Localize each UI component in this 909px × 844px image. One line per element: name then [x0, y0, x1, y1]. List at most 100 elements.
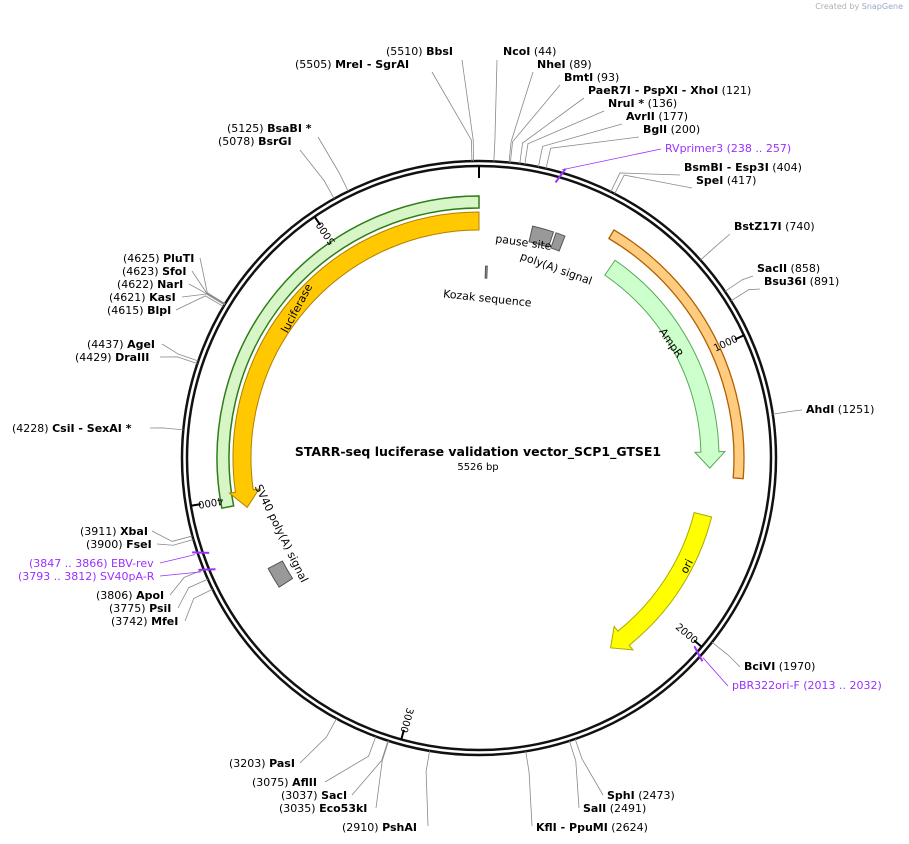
site-leader-line — [524, 110, 605, 165]
tick-label: 3000 — [397, 706, 414, 733]
restriction-site-label[interactable]: (3911) XbaI — [80, 525, 148, 538]
site-leader-line — [156, 539, 194, 546]
primer-label[interactable]: (3847 .. 3866) EBV-rev — [29, 557, 154, 570]
restriction-site-label[interactable]: (4621) KasI — [109, 291, 176, 304]
site-leader-line — [151, 530, 193, 542]
restriction-site-label[interactable]: (5505) MreI - SgrAI — [295, 58, 409, 71]
plasmid-length: 5526 bp — [457, 462, 498, 473]
restriction-site-label[interactable]: (3037) SacI — [281, 789, 347, 802]
restriction-site-label[interactable]: (3742) MfeI — [111, 615, 178, 628]
restriction-site-label[interactable]: BglI (200) — [643, 123, 700, 136]
site-leader-line — [317, 136, 349, 192]
credit-prefix: Created by — [815, 2, 860, 11]
tick-label: 1000 — [712, 334, 740, 355]
restriction-site-label[interactable]: BciVI (1970) — [744, 660, 815, 673]
tick-mark — [190, 503, 201, 507]
restriction-site-label[interactable]: (5510) BbsI — [386, 45, 453, 58]
restriction-site-label[interactable]: (4437) AgeI — [87, 338, 155, 351]
restriction-site-label[interactable]: (4625) PluTI — [123, 252, 194, 265]
site-leader-line — [614, 174, 693, 194]
site-leader-line — [525, 751, 533, 827]
primer-leader-line — [562, 148, 662, 171]
primer-leader-line — [702, 657, 729, 687]
pause-site-feature[interactable] — [528, 225, 555, 248]
primer-label[interactable]: pBR322ori-F (2013 .. 2032) — [732, 679, 882, 692]
restriction-site-label[interactable]: (2910) PshAI — [342, 821, 417, 834]
site-leader-line — [700, 233, 731, 261]
restriction-site-label[interactable]: PaeR7I - PspXI - XhoI (121) — [588, 84, 751, 97]
luciferase-highlight — [216, 195, 480, 510]
sv40-polya-feature[interactable] — [267, 560, 294, 588]
site-leader-line — [772, 409, 803, 415]
restriction-site-label[interactable]: Bsu36I (891) — [764, 275, 839, 288]
ori-feature[interactable] — [609, 511, 713, 651]
restriction-site-label[interactable]: BmtI (93) — [564, 71, 619, 84]
site-leader-line — [493, 59, 498, 162]
restriction-site-label[interactable]: (5125) BsaBI * — [227, 122, 312, 135]
site-leader-line — [299, 718, 337, 764]
ampr-feature[interactable] — [604, 259, 727, 469]
site-leader-line — [159, 356, 198, 364]
snapgene-logo: SnapGene — [861, 2, 903, 11]
restriction-site-label[interactable]: AhdI (1251) — [806, 403, 874, 416]
kozak-label: Kozak sequence — [443, 287, 533, 309]
site-leader-line — [711, 641, 741, 668]
restriction-site-label[interactable]: SalI (2491) — [583, 802, 646, 815]
site-leader-line — [175, 295, 224, 311]
ori-label: ori — [678, 557, 696, 576]
restriction-site-label[interactable]: NheI (89) — [537, 58, 592, 71]
site-leader-line — [508, 71, 534, 163]
restriction-site-label[interactable]: (3075) AflII — [252, 776, 317, 789]
primer-leader-line — [159, 554, 196, 564]
site-leader-line — [610, 172, 681, 192]
tick-mark — [734, 334, 745, 341]
tick-label: 2000 — [673, 622, 700, 647]
restriction-site-label[interactable]: (3203) PasI — [229, 757, 295, 770]
credit-text: Created by SnapGene — [815, 2, 903, 11]
site-leader-line — [184, 588, 213, 622]
restriction-site-label[interactable]: (3035) Eco53kI — [279, 802, 367, 815]
luciferase-feature[interactable] — [228, 211, 480, 509]
primer-mark — [554, 168, 567, 184]
restriction-site-label[interactable]: SpeI (417) — [696, 174, 756, 187]
restriction-site-label[interactable]: NcoI (44) — [503, 45, 556, 58]
restriction-site-label[interactable]: BstZ17I (740) — [734, 220, 815, 233]
tick-mark — [313, 216, 322, 226]
primer-leader-line — [159, 571, 202, 577]
restriction-site-label[interactable]: (4623) SfoI — [122, 265, 186, 278]
restriction-site-label[interactable]: (4228) CsiI - SexAI * — [12, 422, 132, 435]
restriction-site-label[interactable]: AvrII (177) — [626, 110, 688, 123]
site-leader-line — [351, 740, 389, 796]
site-leader-line — [724, 275, 754, 292]
restriction-site-label[interactable]: (5078) BsrGI — [218, 135, 292, 148]
restriction-site-label[interactable]: NruI * (136) — [608, 97, 677, 110]
site-leader-line — [149, 427, 184, 431]
restriction-site-label[interactable]: (4622) NarI — [117, 278, 183, 291]
backbone-outer — [180, 159, 778, 757]
site-leader-line — [191, 270, 226, 305]
site-leader-line — [161, 343, 199, 362]
site-leader-line — [375, 740, 389, 809]
restriction-site-label[interactable]: (3806) ApoI — [96, 589, 164, 602]
primer-label[interactable]: (3793 .. 3812) SV40pA-R — [18, 570, 155, 583]
site-leader-line — [545, 136, 640, 169]
site-leader-line — [199, 257, 226, 305]
restriction-site-label[interactable]: SphI (2473) — [607, 789, 675, 802]
site-leader-line — [425, 750, 430, 827]
restriction-site-label[interactable]: (3900) FseI — [86, 538, 152, 551]
polya-signal-label: poly(A) signal — [519, 250, 594, 288]
restriction-site-label[interactable]: BsmBI - Esp3I (404) — [684, 161, 802, 174]
site-leader-line — [299, 149, 335, 199]
restriction-site-label[interactable]: KflI - PpuMI (2624) — [536, 821, 648, 834]
primer-label[interactable]: RVprimer3 (238 .. 257) — [665, 142, 791, 155]
kozak-feature[interactable] — [484, 265, 488, 279]
restriction-site-label[interactable]: (3775) PsiI — [109, 602, 171, 615]
restriction-site-label[interactable]: (4615) BlpI — [107, 304, 171, 317]
restriction-site-label[interactable]: (4429) DraIII — [75, 351, 149, 364]
site-leader-line — [431, 71, 473, 162]
restriction-site-label[interactable]: SacII (858) — [757, 262, 820, 275]
polya-signal-feature[interactable] — [550, 232, 566, 252]
primer-mark — [693, 645, 704, 662]
site-leader-line — [519, 97, 585, 164]
site-leader-line — [509, 84, 561, 163]
